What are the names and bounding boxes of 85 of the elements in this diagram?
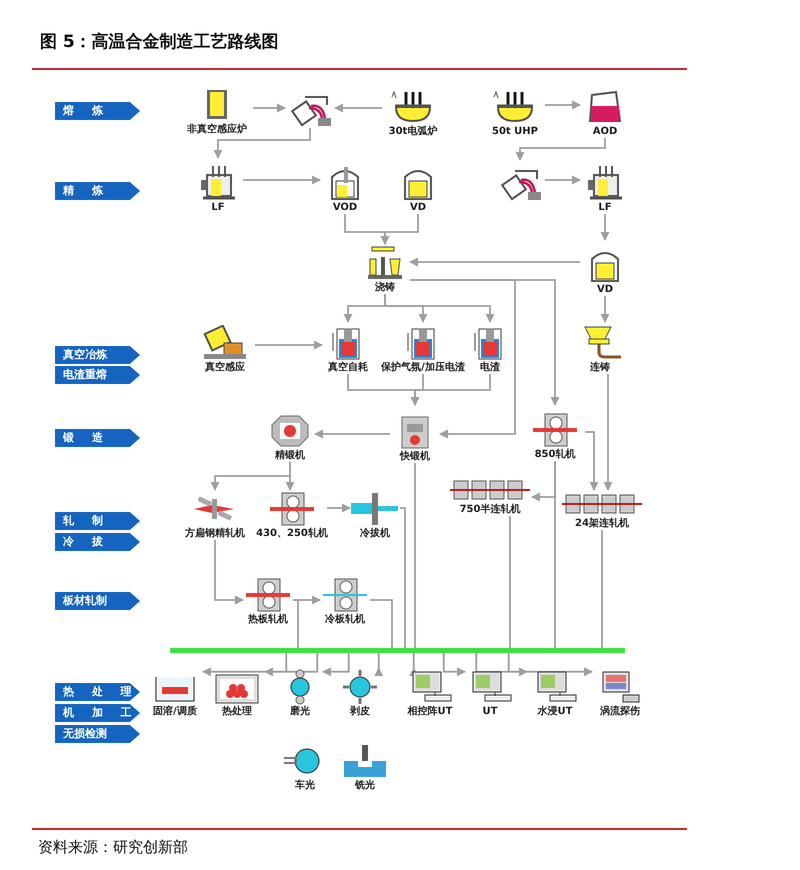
equipment-label: 真空感应 [205,361,245,374]
stage-tag: 板材轧制 [55,592,140,610]
stage-tag: 无损检测 [55,725,140,743]
arrow [327,504,351,512]
arrow [545,176,581,184]
stage-tag: 热 处 理 [55,683,140,701]
arrow [508,653,593,676]
equipment-label: 铣光 [355,779,375,792]
equipment-label: 30t电弧炉 [388,125,438,138]
equipment-label: 850轧机 [534,448,576,461]
equipment-label: LF [598,201,612,214]
equipment-label: 50t UHP [492,125,538,138]
arrow [600,296,610,323]
equipment-label: 430、250轧机 [256,527,328,540]
connector-line [509,516,511,648]
equipment-label: UT [482,705,498,718]
equipment-label: 连铸 [590,361,610,374]
arrow [264,653,318,676]
stage-tag: 机 加 工 [55,704,140,722]
arrow [214,540,244,604]
arrow [409,653,418,676]
equipment-label: VOD [332,201,358,214]
equipment-label: 非真空感应炉 [187,123,247,136]
arrow [243,176,321,184]
equipment-label: 相控阵UT [408,705,452,718]
source-note: 资料来源：研究创新部 [38,838,188,857]
arrow [585,431,598,491]
equipment-label: 浇铸 [375,281,395,294]
arrow [374,653,384,676]
arrow [410,374,491,406]
stage-tag: 熔 炼 [55,102,140,120]
stage-tag: 轧 制 [55,512,140,530]
connector-line [554,461,556,648]
arrow [604,374,612,491]
equipment-label: 24架连轧机 [575,517,629,530]
equipment-label: LF [211,201,225,214]
equipment-label: 保护气氛/加压电渣 [381,361,465,374]
equipment-label: 精锻机 [275,449,305,462]
equipment-label: VD [596,283,614,296]
connector-line [400,507,406,648]
equipment-label: VD [410,201,426,214]
arrow [322,653,350,676]
equipment-label: 磨光 [290,705,310,718]
equipment-label: 快锻机 [400,450,430,463]
stage-tag: 锻 造 [55,429,140,447]
stage-tag: 精 炼 [55,182,140,200]
equipment-label: 涡流探伤 [600,705,640,718]
equipment-label: 热处理 [222,705,252,718]
arrow [384,294,494,323]
equipment-label: 冷板轧机 [325,613,365,626]
arrow [410,279,560,406]
arrow [314,430,390,438]
arrow [286,462,294,491]
arrow [214,128,311,159]
connector-line [601,530,603,648]
arrow [516,138,606,161]
arrow [475,653,528,676]
diagram-title: 图 5：高温合金制造工艺路线图 [40,31,279,53]
arrow [600,214,610,241]
equipment-label: 方扁钢精轧机 [185,527,245,540]
arrow [545,100,581,110]
stage-tag: 电渣重熔 [55,366,140,384]
equipment-label: 热板轧机 [248,613,288,626]
equipment-label: 固溶/调质 [153,705,197,718]
arrow [442,653,466,676]
equipment-label: 真空自耗 [328,361,368,374]
arrow [409,258,580,266]
arrow [380,214,419,245]
connector-line [370,599,393,648]
equipment-label: 电渣 [480,361,500,374]
equipment-label: 车光 [295,779,315,792]
arrow [255,340,323,350]
arrow [334,104,382,112]
stage-tag: 冷 拔 [55,533,140,551]
equipment-label: 750半连轧机 [460,503,520,516]
connector-line [414,463,416,648]
equipment-label: 水浸UT [538,705,572,718]
equipment-label: 冷拔机 [360,527,390,540]
equipment-label: 剥皮 [350,705,370,718]
bus-bar [170,648,625,653]
arrow [202,653,288,676]
arrow [253,104,286,112]
stage-tag: 真空冶炼 [55,346,140,364]
connector-line [293,599,299,648]
equipment-label: AOD [592,125,618,138]
